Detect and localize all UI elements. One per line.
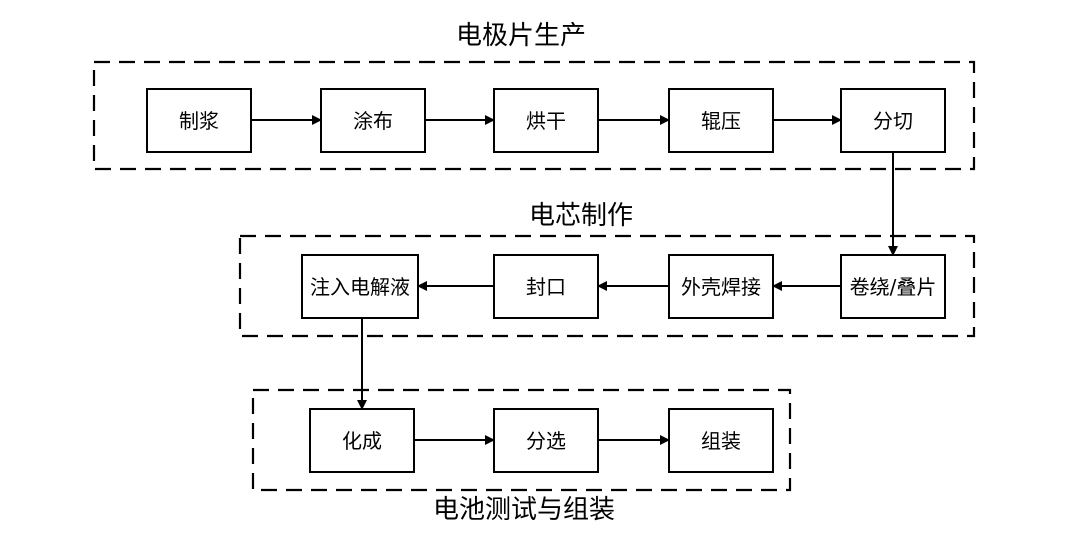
step-filling: 注入电解液 xyxy=(301,254,419,319)
group-title-test: 电池测试与组装 xyxy=(433,495,615,525)
step-coating-label: 涂布 xyxy=(353,109,393,133)
step-coating: 涂布 xyxy=(320,88,426,153)
step-rolling-label: 辊压 xyxy=(701,109,741,133)
step-formation-label: 化成 xyxy=(342,429,382,453)
step-sorting-label: 分选 xyxy=(526,429,566,453)
step-formation: 化成 xyxy=(309,408,415,473)
step-rolling: 辊压 xyxy=(668,88,774,153)
step-welding-label: 外壳焊接 xyxy=(681,275,761,299)
step-welding: 外壳焊接 xyxy=(668,254,774,319)
step-assembly: 组装 xyxy=(668,408,774,473)
step-sealing: 封口 xyxy=(493,254,599,319)
group-frame-cell xyxy=(238,234,976,338)
step-winding: 卷绕/叠片 xyxy=(840,254,946,319)
step-filling-label: 注入电解液 xyxy=(310,275,410,299)
step-sorting: 分选 xyxy=(493,408,599,473)
step-slitting: 分切 xyxy=(840,88,946,153)
step-drying: 烘干 xyxy=(493,88,599,153)
step-winding-label: 卷绕/叠片 xyxy=(850,275,937,299)
group-frame-test xyxy=(251,388,792,492)
step-sealing-label: 封口 xyxy=(526,275,566,299)
group-frame-electrode xyxy=(92,60,976,171)
step-mixing-label: 制浆 xyxy=(179,109,219,133)
step-slitting-label: 分切 xyxy=(873,109,913,133)
group-title-cell: 电芯制作 xyxy=(529,201,633,231)
step-mixing: 制浆 xyxy=(146,88,252,153)
step-drying-label: 烘干 xyxy=(526,109,566,133)
group-title-electrode: 电极片生产 xyxy=(456,21,586,51)
step-assembly-label: 组装 xyxy=(701,429,741,453)
